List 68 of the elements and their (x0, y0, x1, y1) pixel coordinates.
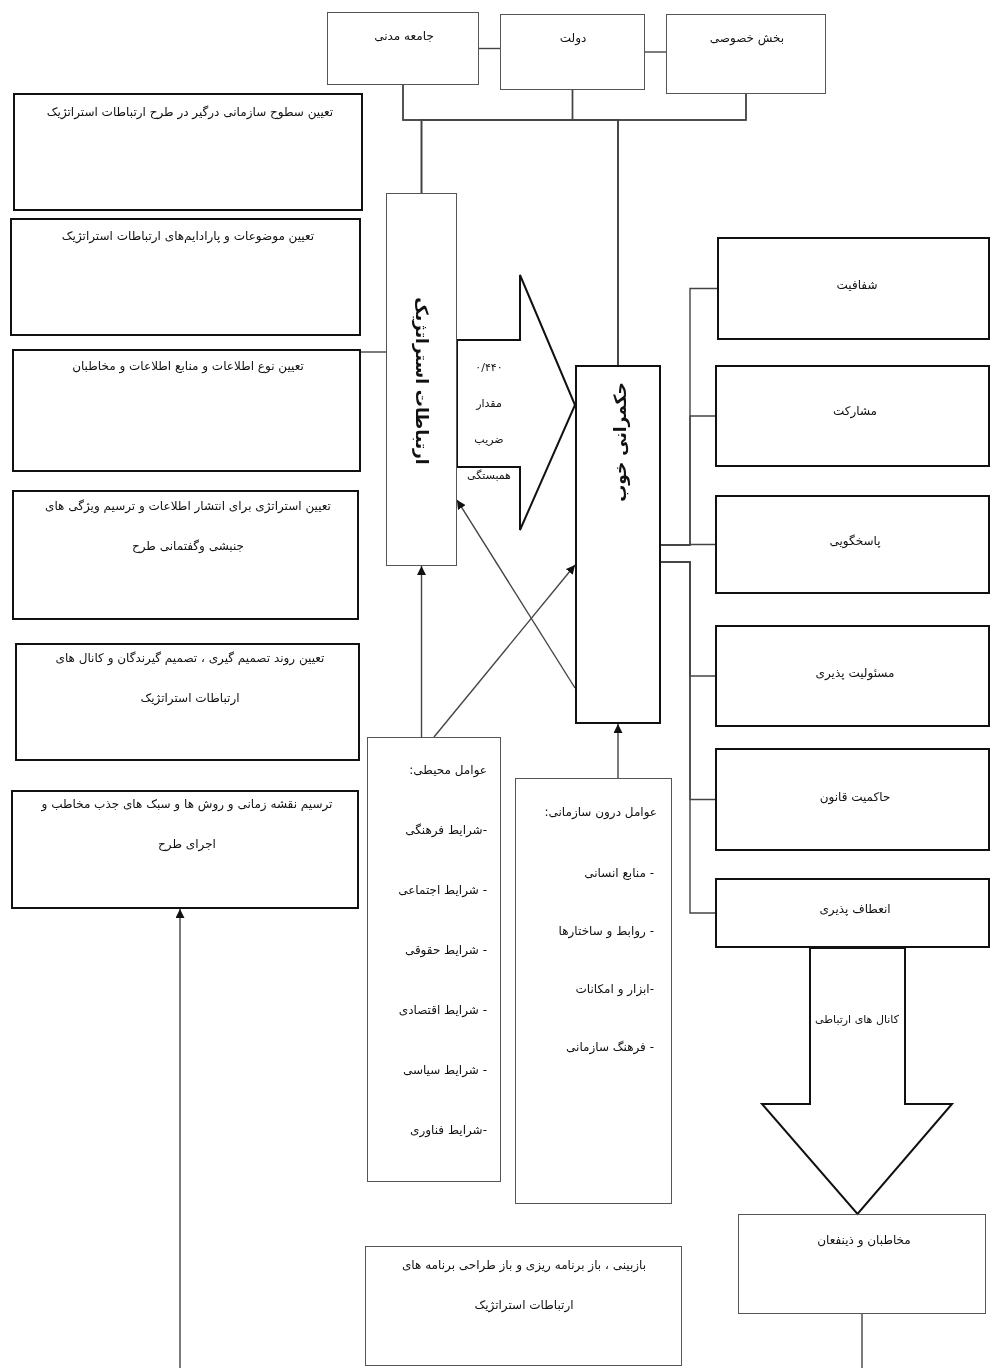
factor-item: - فرهنگ سازمانی (566, 1040, 654, 1054)
factor-box (515, 778, 672, 1204)
connector-line (644, 51, 667, 53)
factor-item: - شرایط حقوقی (404, 943, 487, 957)
arrow (433, 564, 576, 738)
step-text: تعیین موضوعات و پارادایم‌های ارتباطات استراتژیک (60, 228, 316, 246)
concept-box (386, 193, 457, 566)
process-box (10, 218, 361, 336)
concept-label: حکمرانی خوب (610, 382, 630, 502)
step-text: تعیین نوع اطلاعات و منابع اطلاعات و مخاطبان (71, 358, 305, 376)
factor-item: عوامل محیطی: (409, 763, 487, 777)
principle-label: حاکمیت قانون (819, 790, 891, 804)
connector-line (360, 351, 387, 353)
factor-item: -شرایط فناوری (410, 1123, 487, 1137)
process-box (365, 1246, 682, 1366)
actor-box (500, 14, 645, 90)
arrow (456, 499, 576, 689)
process-box (11, 790, 359, 909)
block-arrow (759, 947, 955, 1216)
connector-line (617, 93, 747, 366)
step-text: تعیین سطوح سازمانی درگیر در طرح ارتباطات استراتژیک (45, 104, 335, 122)
process-box (12, 349, 361, 472)
principle-box (715, 748, 990, 851)
actor-box (666, 14, 826, 94)
connector-line (660, 561, 716, 914)
concept-box (575, 365, 661, 724)
principle-box (717, 237, 990, 340)
process-box (15, 643, 360, 761)
connector-line (478, 47, 501, 50)
connector-line (660, 543, 716, 546)
factor-item: - شرایط اقتصادی (398, 1003, 487, 1017)
principle-label: پاسخگویی (829, 534, 881, 548)
principle-box (715, 495, 990, 594)
principle-label: انعطاف پذیری (819, 902, 891, 916)
edge-label: ۰/۴۴۰ مقدار ضریب همبستگی (466, 360, 512, 484)
principle-box (715, 625, 990, 727)
actor-label: بخش خصوصی (709, 31, 785, 45)
edge-label: کانال های ارتباطی (814, 1012, 900, 1028)
factor-item: - منابع انسانی (584, 866, 654, 880)
principle-label: شفافیت (836, 278, 878, 292)
step-text: ترسیم نقشه زمانی و روش ها و سبک های جذب مخاطب و اجرای طرح (40, 796, 334, 854)
principle-label: مسئولیت پذیری (815, 666, 895, 680)
factor-item: - شرایط سیاسی (402, 1063, 487, 1077)
step-text: تعیین روند تصمیم گیری ، تصمیم گیرندگان و کانال های ارتباطات استراتژیک (54, 650, 326, 708)
principle-box (715, 878, 990, 948)
concept-label: ارتباطات استراتژیک (412, 297, 432, 465)
principle-label: مشارکت (832, 404, 878, 418)
actor-box (738, 1214, 986, 1314)
factor-item: عوامل درون سازمانی: (544, 805, 657, 819)
factor-item: -ابزار و امکانات (575, 982, 654, 996)
process-box (13, 93, 363, 211)
actor-label: جامعه مدنی (374, 29, 434, 43)
arrow (175, 908, 185, 1368)
step-text: بازبینی ، باز برنامه ریزی و باز طراحی برنامه های ارتباطات استراتژیک (400, 1257, 647, 1315)
step-text: تعیین استراتژی برای انتشار اطلاعات و ترسیم ویژگی های جنبشی وگفتمانی طرح (44, 498, 332, 555)
principle-box (715, 365, 990, 467)
factor-item: -شرایط فرهنگی (405, 823, 487, 837)
factor-item: - شرایط اجتماعی (398, 883, 487, 897)
factor-box (367, 737, 501, 1182)
arrow (613, 723, 623, 779)
arrow (417, 565, 426, 738)
connector-line (861, 1313, 863, 1368)
block-arrow (456, 274, 577, 531)
process-box (12, 490, 359, 620)
actor-label: مخاطبان و ذینفعان (817, 1233, 911, 1247)
actor-label: دولت (559, 31, 587, 45)
actor-box (327, 12, 479, 85)
factor-item: - روابط و ساختارها (558, 924, 654, 938)
